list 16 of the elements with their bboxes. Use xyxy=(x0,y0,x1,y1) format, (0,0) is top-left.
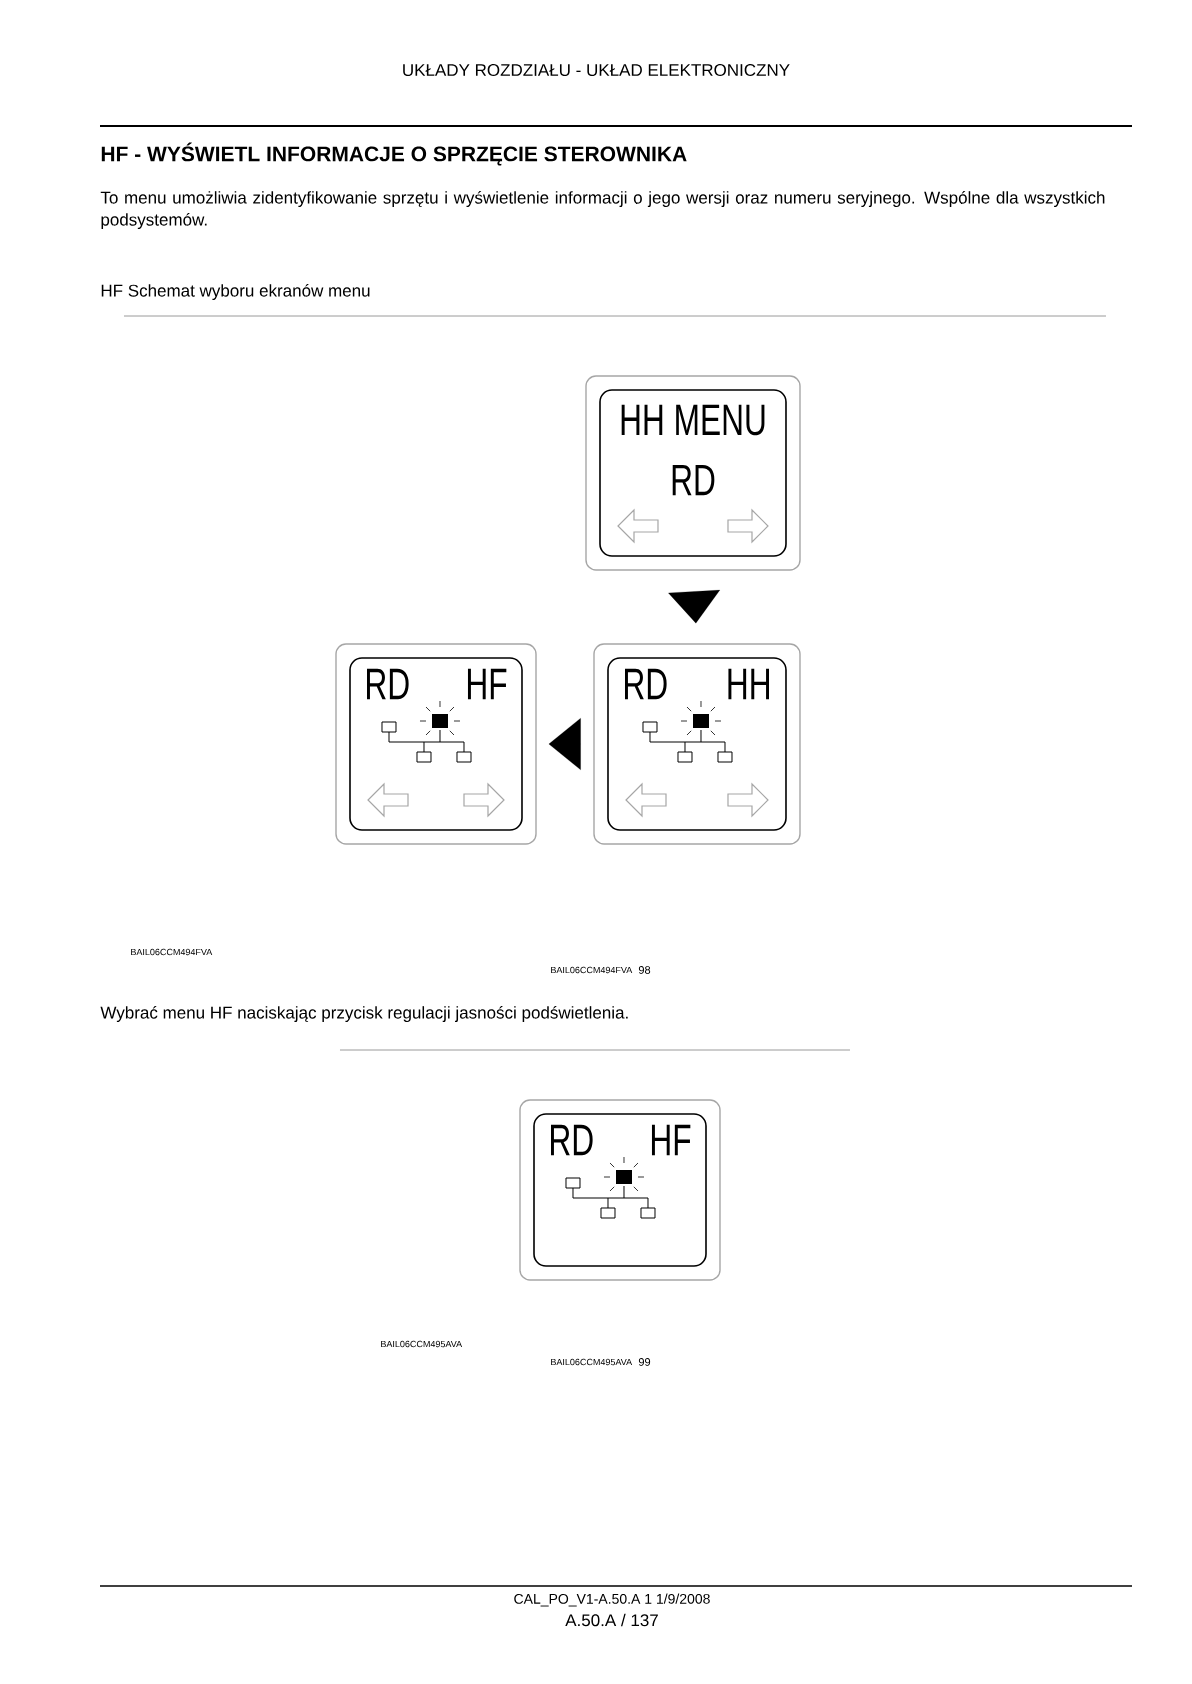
arrow xyxy=(668,589,720,624)
instruction-text: Wybrać menu HF naciskając przycisk regulacji jasności podświetlenia. xyxy=(100,1006,628,1023)
page-number: A.50.A / 137 xyxy=(565,1613,658,1627)
screen-text: HF xyxy=(651,1124,691,1156)
screen-text: RD xyxy=(551,1124,593,1156)
screen-text: RD xyxy=(367,668,409,700)
paragraph: To menu umożliwia zidentyfikowanie sprzętu i wyświetlenie informacji o jego wersji oraz numeru seryjnego. Wspólne dla wszystkich podsystemów. xyxy=(100,191,1105,229)
screen-text: RD xyxy=(625,668,667,700)
screen-text: HH MENU xyxy=(621,404,765,436)
screen-text: RD xyxy=(672,464,715,496)
figure-caption: HF Schemat wyboru ekranów menu xyxy=(101,284,370,300)
page-header: UKŁADY ROZDZIAŁU - UKŁAD ELEKTRONICZNY xyxy=(403,64,790,76)
arrow xyxy=(548,718,581,770)
section-title: HF - WYŚWIETL INFORMACJE O SPRZĘCIE STEROWNIKA xyxy=(101,142,687,166)
screen-text: HH xyxy=(728,668,769,700)
screen-text: HF xyxy=(467,668,507,700)
